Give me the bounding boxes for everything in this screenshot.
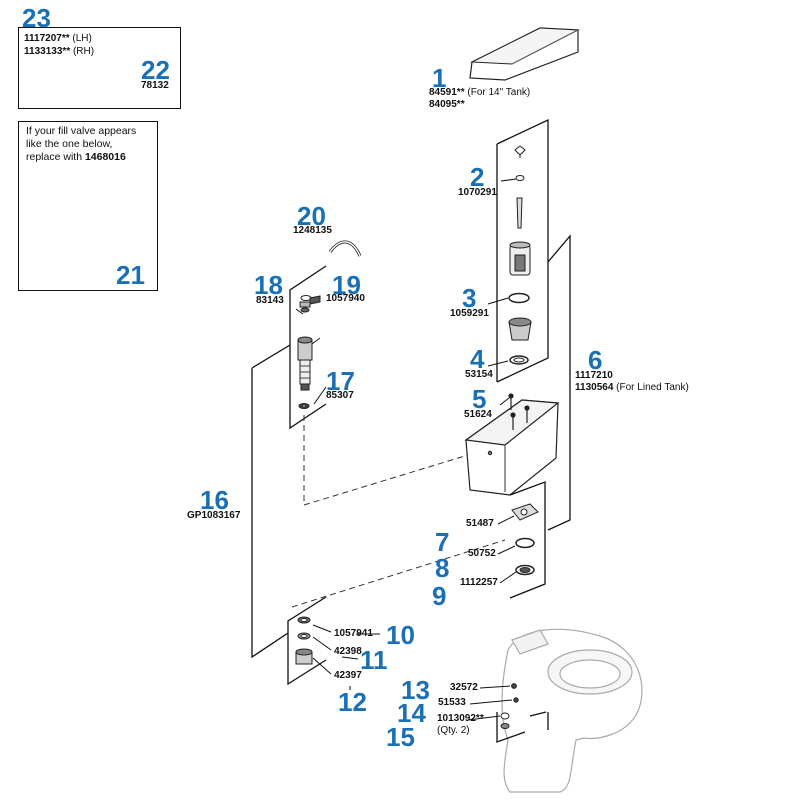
callout-number-18: 18: [254, 270, 283, 300]
callout-number-16: 16: [200, 485, 229, 515]
callout-number-15: 15: [386, 722, 415, 752]
code: 1117207**: [24, 33, 70, 44]
message-line-2: like the one below,: [26, 138, 113, 150]
message-line-1: If your fill valve appears: [26, 125, 137, 137]
part-code-11[interactable]: 42398: [334, 646, 362, 657]
callout-number-11: 11: [360, 645, 388, 675]
code-alt: 84095**: [429, 99, 465, 110]
part-code-12[interactable]: 42397: [334, 670, 362, 681]
callout-number-10: 10: [386, 620, 415, 650]
inset-trip-lever: [18, 27, 181, 109]
callout-number-22: 22: [141, 55, 170, 85]
callout-number-8: 8: [435, 553, 450, 583]
bowl-bolt-parts[interactable]: [500, 683, 519, 729]
part-code-4[interactable]: 53154: [465, 369, 493, 380]
part-code-1[interactable]: 84591** (For 14" Tank) 84095**: [429, 87, 530, 111]
part-code-18[interactable]: 83143: [256, 295, 284, 306]
code: 1117210: [575, 370, 613, 381]
items-7-9-bracket: [509, 481, 546, 599]
part-code-23-rh[interactable]: 1133133** (RH): [24, 46, 94, 58]
fill-valve-parts[interactable]: [297, 295, 321, 409]
item-6-bracket: [547, 234, 571, 531]
supply-parts[interactable]: [295, 616, 313, 665]
callout-number-13: 13: [401, 675, 430, 705]
supply-line-dashed: [303, 415, 469, 506]
part-code-2[interactable]: 1070291: [458, 187, 497, 198]
part-code-15[interactable]: 1013092** (Qty. 2): [437, 713, 484, 737]
callout-number-7: 7: [435, 527, 450, 557]
code-alt: 1130564: [575, 382, 614, 393]
toilet-bowl[interactable]: [501, 628, 643, 793]
callout-number-21: 21: [116, 260, 145, 290]
tank-lid-part[interactable]: [469, 27, 580, 81]
callout-number-9: 9: [432, 581, 447, 611]
code: 1133133**: [24, 46, 71, 57]
part-code-10[interactable]: 1057941: [334, 628, 373, 639]
note: (For 14" Tank): [467, 87, 531, 98]
note: (For Lined Tank): [616, 382, 689, 393]
part-code-7[interactable]: 51487: [466, 518, 494, 529]
callout-number-1: 1: [432, 63, 447, 93]
toilet-tank[interactable]: [464, 393, 560, 496]
code: 1013092**: [437, 713, 484, 724]
callout-number-17: 17: [326, 366, 355, 396]
part-code-19[interactable]: 1057940: [326, 293, 365, 304]
callout-number-12: 12: [338, 687, 367, 717]
part-code-14[interactable]: 51533: [438, 697, 466, 708]
callout-number-5: 5: [472, 384, 487, 414]
leader-lines: [295, 178, 517, 721]
replacement-part-code[interactable]: 1468016: [84, 151, 126, 163]
callout-number-4: 4: [470, 344, 485, 374]
callout-number-6: 6: [588, 345, 603, 375]
note: (LH): [72, 33, 92, 44]
part-code-20[interactable]: 1248135: [293, 225, 332, 236]
replacement-message: If your fill valve appears like the one …: [26, 125, 136, 164]
supply-parts-bracket: [287, 596, 327, 686]
message-line-3: replace with: [26, 151, 85, 163]
fill-valve-bracket: [251, 265, 327, 659]
part-code-23-lh[interactable]: 1117207** (LH): [24, 33, 92, 45]
part-code-16[interactable]: GP1083167: [187, 510, 241, 521]
callout-number-14: 14: [397, 698, 426, 728]
note: (Qty. 2): [437, 725, 470, 736]
note: (RH): [72, 46, 95, 57]
part-code-5[interactable]: 51624: [464, 409, 492, 420]
callout-number-2: 2: [470, 162, 485, 192]
flush-valve-bracket: [496, 118, 549, 383]
part-code-9[interactable]: 1112257: [460, 577, 498, 588]
callout-number-19: 19: [332, 270, 361, 300]
callout-number-3: 3: [462, 283, 477, 313]
tank-to-bowl-parts[interactable]: [511, 503, 539, 576]
part-code-17[interactable]: 85307: [326, 390, 354, 401]
flush-valve-parts[interactable]: [508, 145, 532, 365]
code: 84591**: [429, 87, 465, 98]
bowl-bolts-bracket: [496, 711, 549, 743]
part-code-6[interactable]: 1117210 1130564 (For Lined Tank): [575, 370, 689, 394]
callout-number-20: 20: [297, 201, 326, 231]
part-code-13[interactable]: 32572: [450, 682, 478, 693]
part-code-3[interactable]: 1059291: [450, 308, 489, 319]
part-code-22[interactable]: 78132: [141, 80, 169, 91]
part-code-8[interactable]: 50752: [468, 548, 496, 559]
inset-fill-valve-replacement: [18, 121, 158, 291]
callout-number-23: 23: [22, 3, 51, 33]
